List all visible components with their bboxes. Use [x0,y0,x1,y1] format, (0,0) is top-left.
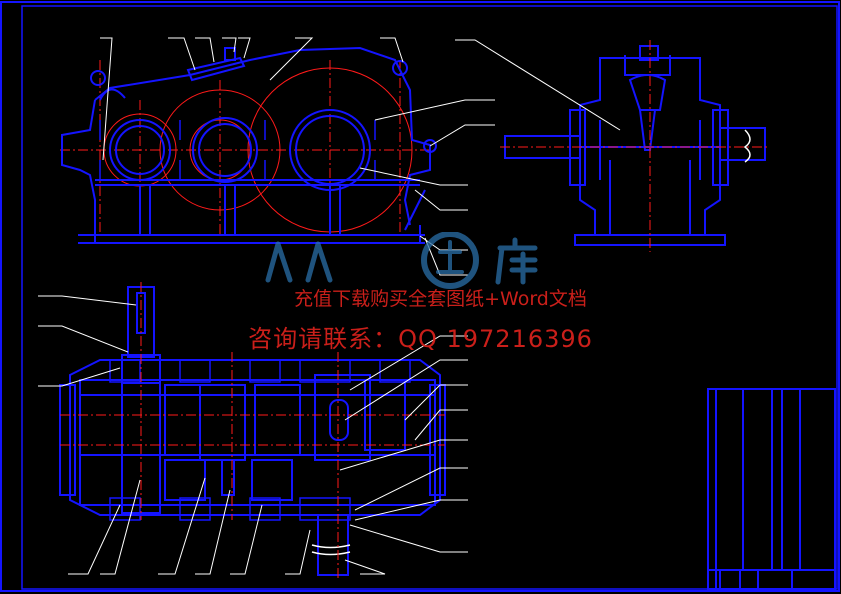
front-elevation-view [60,46,437,244]
plan-view-leaders [38,295,468,575]
inner-frame [21,5,838,590]
side-elevation-view [504,45,766,246]
side-view-leaders [455,39,621,131]
plan-view-centerlines [60,282,445,580]
watermark-line-1: 充值下载购买全套图纸+Word文档 [294,288,587,310]
front-view-leaders [100,37,495,276]
watermark-logo [265,232,538,289]
watermark-line-2: 咨询请联系：QQ 197216396 [248,325,593,353]
title-block [707,388,836,590]
side-view-centerlines [500,40,770,252]
